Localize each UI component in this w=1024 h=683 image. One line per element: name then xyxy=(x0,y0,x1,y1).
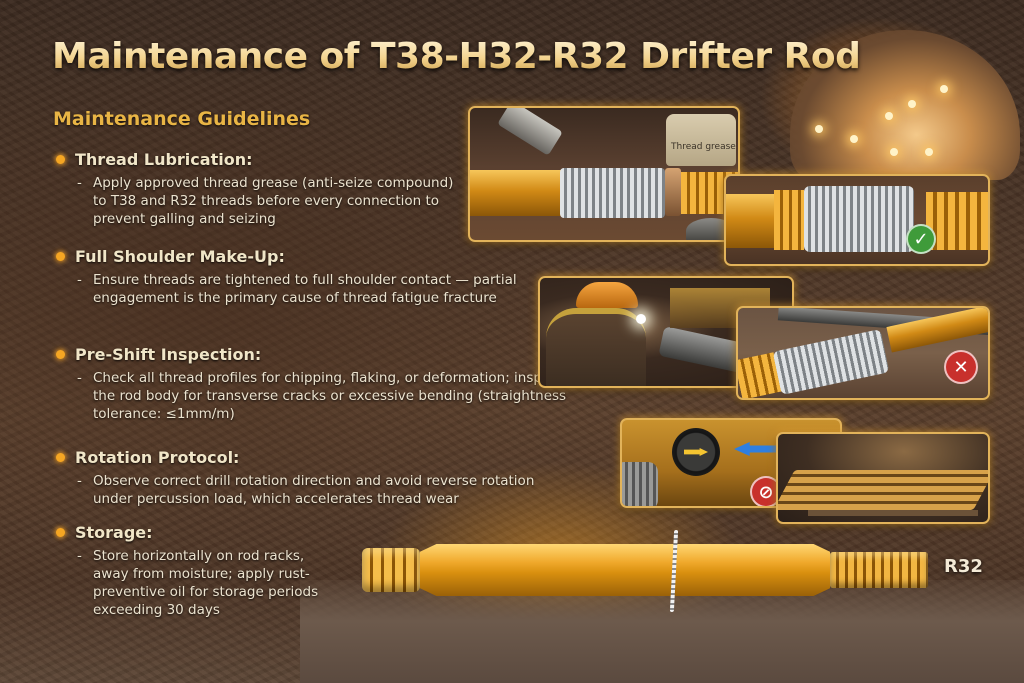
guideline-text: Observe correct drill rotation direction… xyxy=(93,473,535,507)
shoulder-ring xyxy=(665,168,681,216)
grease-jar: Thread grease xyxy=(666,114,736,166)
photo-correct-thread-makeup: ✓ xyxy=(724,174,990,266)
tunnel-lamp-icon xyxy=(885,112,893,120)
photo-thread-grease-application: Thread grease xyxy=(468,106,740,242)
rotation-dial xyxy=(672,428,720,476)
dash-marker: - xyxy=(77,548,82,564)
guideline-storage: Storage: -Store horizontally on rod rack… xyxy=(56,523,336,619)
bullet-icon xyxy=(56,155,65,164)
page-title: Maintenance of T38-H32-R32 Drifter Rod xyxy=(52,36,861,77)
checkmark-icon: ✓ xyxy=(906,224,936,254)
guideline-heading: Rotation Protocol: xyxy=(75,448,240,467)
guideline-heading: Storage: xyxy=(75,523,153,542)
guideline-thread-lubrication: Thread Lubrication: -Apply approved thre… xyxy=(56,150,456,228)
bullet-icon xyxy=(56,350,65,359)
guideline-full-shoulder-make-up: Full Shoulder Make-Up: -Ensure threads a… xyxy=(56,247,536,307)
worker-figure xyxy=(546,308,646,386)
bullet-icon xyxy=(56,528,65,537)
tunnel-lamp-icon xyxy=(908,100,916,108)
rod-body xyxy=(726,194,776,248)
r32-label: R32 xyxy=(944,556,983,577)
r32-thread-end xyxy=(830,552,928,588)
grease-jar-label: Thread grease xyxy=(671,142,736,152)
brush-icon xyxy=(497,108,563,156)
rod-rack xyxy=(778,470,988,510)
dash-marker: - xyxy=(77,175,82,191)
rod-thread-left xyxy=(774,190,804,250)
tunnel-lamp-icon xyxy=(850,135,858,143)
t38-shank-thread xyxy=(362,548,420,592)
rod-thread-right xyxy=(926,192,988,250)
grease-coated-thread xyxy=(560,168,665,218)
rock-floor xyxy=(300,580,1024,683)
tunnel-lamp-icon xyxy=(940,85,948,93)
guideline-text: Check all thread profiles for chipping, … xyxy=(93,370,567,422)
tunnel-lamp-icon xyxy=(815,125,823,133)
drill-chuck xyxy=(622,462,658,506)
guideline-text: Apply approved thread grease (anti-seize… xyxy=(93,175,454,227)
h32-hex-body xyxy=(420,544,830,596)
tunnel-lamp-icon xyxy=(890,148,898,156)
rod-body xyxy=(886,308,988,353)
bullet-icon xyxy=(56,252,65,261)
rack-base xyxy=(808,510,978,516)
tunnel-lamp-icon xyxy=(925,148,933,156)
guideline-text: Store horizontally on rod racks, away fr… xyxy=(93,548,319,618)
dash-marker: - xyxy=(77,370,82,386)
guideline-heading: Pre-Shift Inspection: xyxy=(75,345,262,364)
guideline-pre-shift-inspection: Pre-Shift Inspection: -Check all thread … xyxy=(56,345,576,423)
guideline-heading: Thread Lubrication: xyxy=(75,150,253,169)
photo-rod-storage-rack xyxy=(776,432,990,524)
dash-marker: - xyxy=(77,272,82,288)
rod-body xyxy=(470,170,570,216)
bullet-icon xyxy=(56,453,65,462)
damaged-coupling-thread xyxy=(772,329,890,395)
hard-hat-icon xyxy=(576,282,638,308)
drifter-rod-illustration xyxy=(362,530,928,612)
grease-lid xyxy=(686,218,736,240)
x-mark-icon: ✕ xyxy=(944,350,978,384)
section-title: Maintenance Guidelines xyxy=(53,108,311,130)
dash-marker: - xyxy=(77,473,82,489)
dial-arrow-icon xyxy=(684,448,708,456)
guideline-rotation-protocol: Rotation Protocol: -Observe correct dril… xyxy=(56,448,576,508)
coupling-thread xyxy=(804,186,914,252)
guideline-text: Ensure threads are tightened to full sho… xyxy=(93,272,517,306)
guideline-heading: Full Shoulder Make-Up: xyxy=(75,247,285,266)
headlamp-light xyxy=(636,314,646,324)
photo-damaged-thread: ✕ xyxy=(736,306,990,400)
